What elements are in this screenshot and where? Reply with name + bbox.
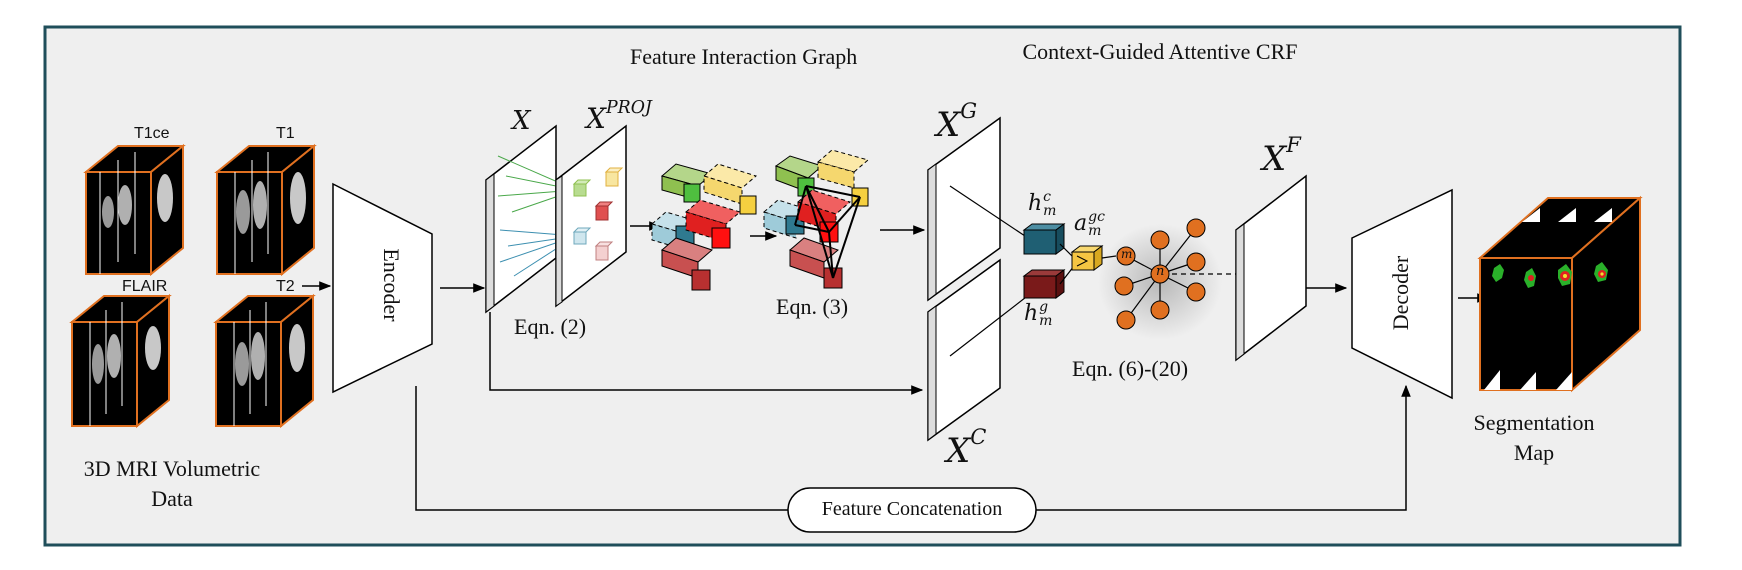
mri-volume-t1ce [83, 143, 186, 277]
crf-title: Context-Guided Attentive CRF [1022, 39, 1298, 64]
encoder-shape [332, 182, 433, 394]
concat-label: Feature Concatenation [821, 498, 1003, 520]
mri-volume-t2 [213, 293, 316, 429]
concat-pill [787, 487, 1037, 533]
encoder-label: Encoder [379, 248, 404, 322]
segmentation-volume [1477, 195, 1643, 393]
eqn6-20-label: Eqn. (6)-(20) [1072, 356, 1189, 381]
attention-box [1070, 245, 1104, 271]
eqn2-label: Eqn. (2) [514, 314, 587, 339]
label-t2: T2 [276, 278, 295, 295]
feature-map-x [485, 124, 557, 314]
node-green [660, 163, 714, 203]
proj-node-green [572, 179, 592, 197]
graph-edges [794, 185, 861, 279]
input-caption: 3D MRI Volumetric Data [83, 456, 261, 511]
hc-box [1022, 223, 1066, 255]
label-flair: FLAIR [122, 278, 168, 295]
label-t1ce: T1ce [134, 125, 170, 142]
mri-volume-flair [69, 293, 172, 429]
output-caption: Segmentation Map [1473, 410, 1595, 465]
proj-node-red [594, 201, 614, 221]
node-darkred [661, 237, 713, 291]
decoder-shape [1351, 188, 1453, 400]
crf-node-n-label: n [1156, 264, 1165, 279]
sym-xf: XF [1262, 132, 1301, 179]
feature-map-xf [1235, 174, 1307, 362]
crf-node-m-label: m [1121, 247, 1133, 261]
decoder-label: Decoder [1388, 255, 1413, 331]
node-yellow [702, 163, 758, 215]
sym-xproj: XPROJ [586, 98, 652, 135]
crf-nodes [1114, 218, 1206, 330]
mri-volume-t1 [214, 143, 317, 277]
node-red [684, 199, 742, 249]
proj-node-pink [594, 241, 614, 261]
proj-node-yellow [604, 167, 624, 187]
sym-xg: XG [936, 98, 978, 145]
feature-map-xg [927, 116, 1001, 302]
graph-title: Feature Interaction Graph [630, 44, 858, 69]
label-t1: T1 [276, 125, 295, 142]
eqn3-label: Eqn. (3) [776, 294, 849, 319]
skip-to-xc [489, 312, 924, 395]
hg-box [1022, 269, 1066, 299]
sym-xc: XC [946, 424, 987, 471]
sym-x: X [512, 106, 531, 136]
feature-map-xc [927, 258, 1001, 442]
proj-node-blue [572, 227, 592, 245]
graph-node-yellow [816, 149, 870, 207]
